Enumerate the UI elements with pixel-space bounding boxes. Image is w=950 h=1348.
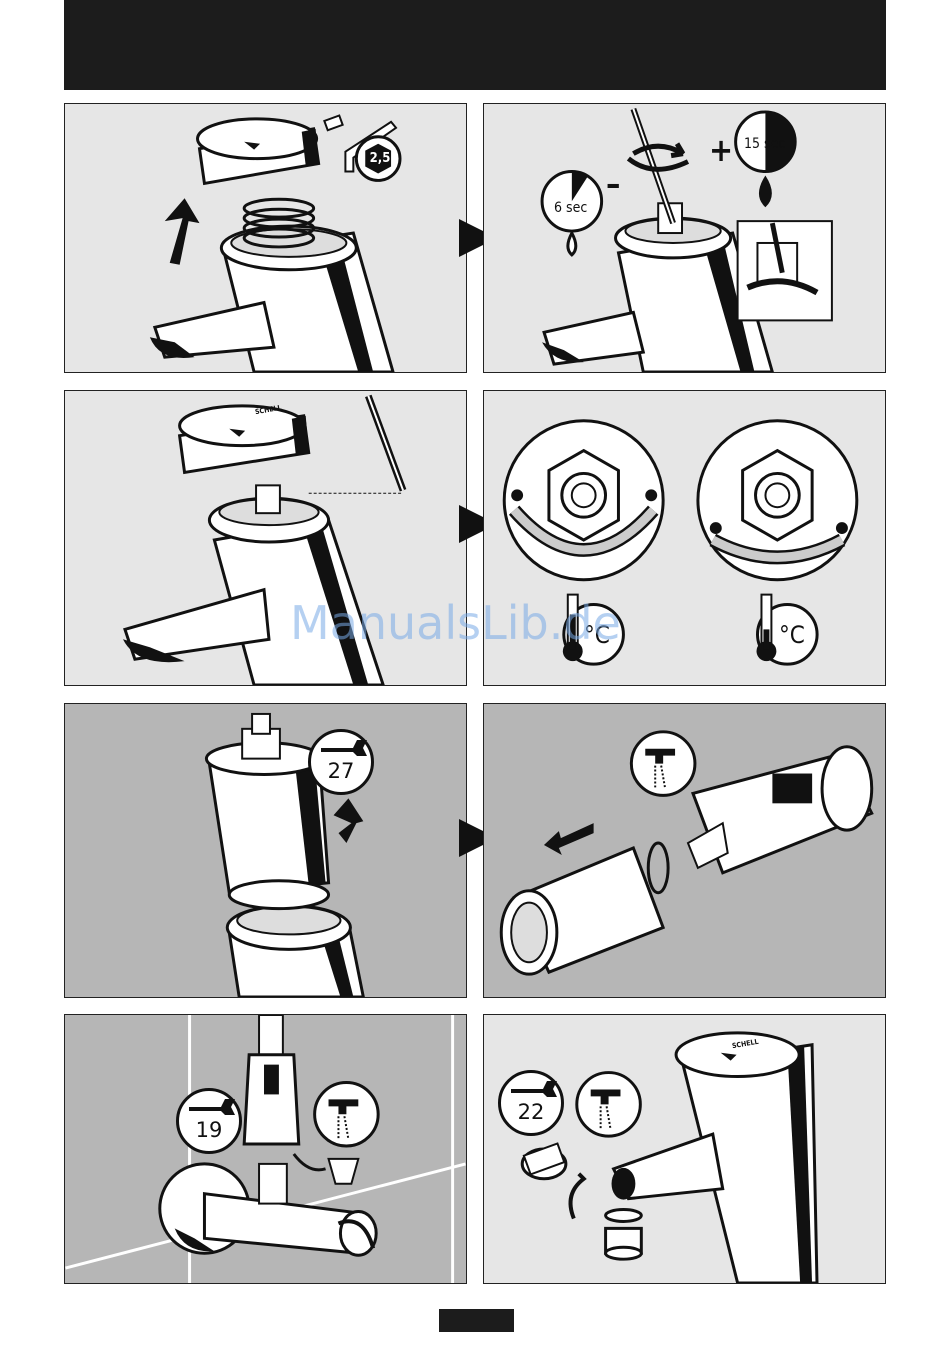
step-panel-clean-strainer: 19 xyxy=(64,1014,467,1284)
wrench-size-badge: 22 xyxy=(498,1070,564,1136)
temperature-unit-right: °C xyxy=(779,623,805,647)
cartridge-flushing-illustration xyxy=(484,704,885,997)
minus-sign: – xyxy=(606,168,620,200)
step-panel-remove-cartridge: 27 xyxy=(64,703,467,998)
wrench-size-label: 22 xyxy=(501,1100,561,1124)
timing-adjustment-illustration xyxy=(484,104,885,372)
watermark: ManualsLib.de xyxy=(290,596,621,650)
plus-sign: + xyxy=(709,134,733,166)
cartridge-removal-illustration xyxy=(65,704,466,997)
step-panel-remove-cap: 2,5 xyxy=(64,103,467,373)
time-short-label: 6 sec xyxy=(554,201,594,215)
faucet-cap-removal-illustration xyxy=(65,104,466,372)
step-panel-adjust-timing: – + 6 sec 15 sec xyxy=(483,103,886,373)
time-long-label: 15 sec xyxy=(744,137,785,151)
wrench-size-badge: 27 xyxy=(308,729,374,795)
aerator-cleaning-illustration xyxy=(484,1015,885,1283)
wrench-size-label: 27 xyxy=(311,759,371,783)
strainer-cleaning-illustration xyxy=(65,1015,466,1283)
wrench-size-badge: 19 xyxy=(176,1088,242,1154)
step-panel-flush-cartridge xyxy=(483,703,886,998)
wrench-size-label: 19 xyxy=(179,1118,239,1142)
page-number-tab xyxy=(439,1309,514,1332)
step-panel-aerator: SCHELL 22 xyxy=(483,1014,886,1284)
header-bar xyxy=(64,0,886,90)
hex-key-size-label: 2,5 xyxy=(365,152,395,165)
